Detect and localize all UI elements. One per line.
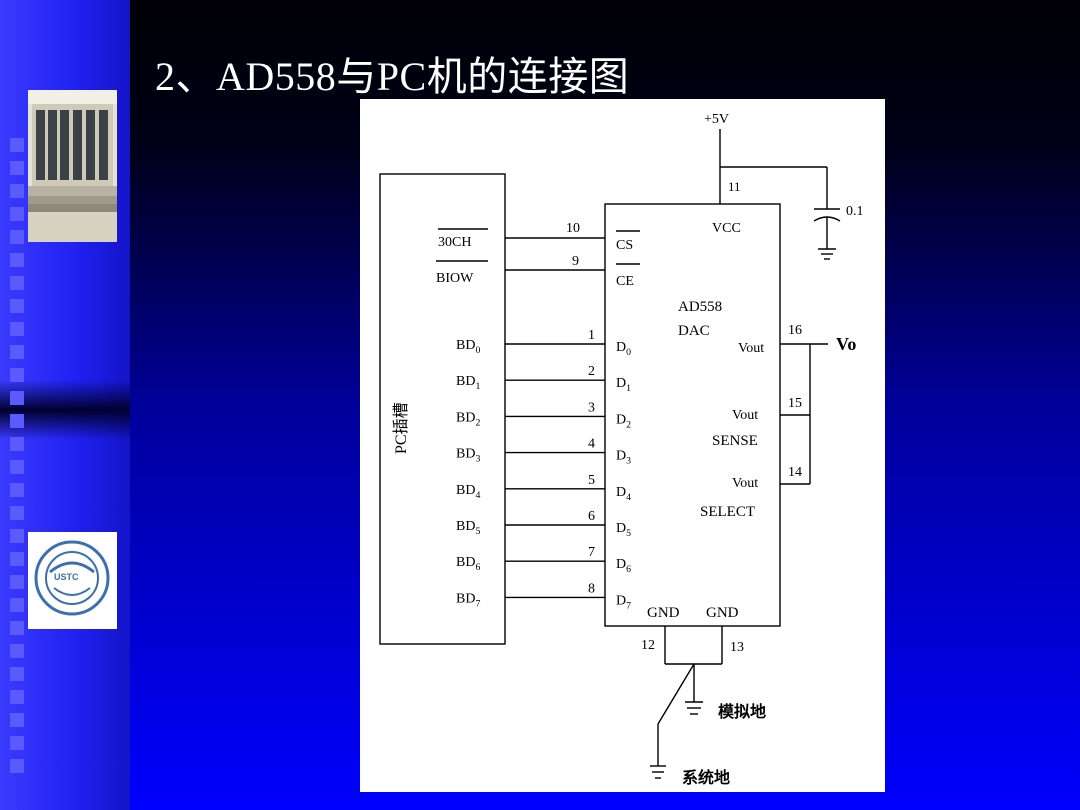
- sidebar-square: [10, 253, 24, 267]
- vout-pin-number: 16: [788, 323, 802, 338]
- sidebar-square: [10, 575, 24, 589]
- dac-data-pin-label: D4: [616, 485, 631, 503]
- vcc-label: VCC: [712, 221, 741, 236]
- capacitor-value: 0.1: [846, 204, 864, 219]
- bus-line-label: BD7: [456, 591, 480, 609]
- system-ground-label: 系统地: [682, 768, 730, 787]
- ce-pin-number: 9: [572, 254, 579, 269]
- sidebar-square: [10, 598, 24, 612]
- sidebar-square: [10, 391, 24, 405]
- sidebar-square: [10, 368, 24, 382]
- circuit-diagram: +5V 11 0.1 VCC 30CH 10 CS BIOW 9 CE AD55…: [360, 99, 885, 792]
- gnd-pin-12: 12: [641, 638, 655, 653]
- sidebar-square: [10, 437, 24, 451]
- sidebar-square: [10, 667, 24, 681]
- chip-type: DAC: [678, 323, 710, 339]
- chip-name: AD558: [678, 299, 722, 315]
- data-pin-number: 2: [588, 364, 595, 379]
- sidebar-square: [10, 529, 24, 543]
- gnd-pin-13: 13: [730, 640, 744, 655]
- sense-vout-label: Vout: [732, 408, 758, 423]
- data-pin-number: 1: [588, 328, 595, 343]
- dac-data-pin-label: D7: [616, 593, 631, 611]
- bus-line-label: BD1: [456, 374, 480, 392]
- sidebar-square: [10, 506, 24, 520]
- sidebar-square: [10, 460, 24, 474]
- dac-data-pin-label: D6: [616, 557, 631, 575]
- supply-label: +5V: [704, 112, 729, 127]
- select-vout-label: Vout: [732, 476, 758, 491]
- cs-label: CS: [616, 238, 633, 253]
- dac-data-pin-label: D0: [616, 340, 631, 358]
- sidebar-square: [10, 138, 24, 152]
- sidebar-square: [10, 322, 24, 336]
- sidebar-square: [10, 161, 24, 175]
- university-logo: USTC: [28, 532, 117, 629]
- sense-label: SENSE: [712, 433, 758, 449]
- sidebar-square: [10, 230, 24, 244]
- sidebar-square: [10, 483, 24, 497]
- sidebar-square: [10, 690, 24, 704]
- slide-title: 2、AD558与PC机的连接图: [155, 54, 630, 99]
- sidebar-dark-band: [0, 380, 130, 440]
- gnd-label-right: GND: [706, 605, 739, 621]
- bus-line-label: BD2: [456, 410, 480, 428]
- data-pin-number: 3: [588, 400, 595, 415]
- sidebar-square: [10, 759, 24, 773]
- sense-pin-number: 15: [788, 396, 802, 411]
- select-label: SELECT: [700, 504, 755, 520]
- bus-line-label: BD3: [456, 447, 480, 465]
- ce-signal-label: BIOW: [436, 271, 474, 286]
- sidebar-square: [10, 414, 24, 428]
- cs-pin-number: 10: [566, 221, 580, 236]
- vo-output-label: Vo: [836, 334, 856, 354]
- select-pin-number: 14: [788, 465, 802, 480]
- sidebar-square: [10, 621, 24, 635]
- sidebar-square: [10, 713, 24, 727]
- data-pin-number: 5: [588, 473, 595, 488]
- sidebar-square: [10, 299, 24, 313]
- logo-text: USTC: [54, 572, 79, 582]
- bus-line-label: BD6: [456, 555, 480, 573]
- vcc-pin-number: 11: [728, 179, 741, 194]
- gnd-label-left: GND: [647, 605, 680, 621]
- sidebar-square: [10, 345, 24, 359]
- sidebar-square: [10, 276, 24, 290]
- dac-data-pin-label: D2: [616, 412, 631, 430]
- dac-data-pin-label: D3: [616, 449, 631, 467]
- dac-data-pin-label: D5: [616, 521, 631, 539]
- sidebar-square: [10, 184, 24, 198]
- bus-line-label: BD4: [456, 483, 480, 501]
- bus-line-label: BD5: [456, 519, 480, 537]
- bus-line-label: BD0: [456, 338, 480, 356]
- ce-label: CE: [616, 274, 634, 289]
- sidebar-square: [10, 552, 24, 566]
- data-pin-number: 6: [588, 509, 595, 524]
- sidebar-square: [10, 207, 24, 221]
- dac-data-pin-label: D1: [616, 376, 631, 394]
- pc-slot-box: [379, 173, 506, 645]
- building-photo: [28, 90, 117, 242]
- data-pin-number: 7: [588, 545, 595, 560]
- pc-slot-label: PC插槽: [392, 402, 410, 454]
- sidebar-square: [10, 736, 24, 750]
- data-pin-number: 4: [588, 437, 595, 452]
- cs-signal-label: 30CH: [438, 235, 471, 250]
- analog-ground-label: 模拟地: [718, 702, 766, 721]
- sidebar-square: [10, 644, 24, 658]
- data-pin-number: 8: [588, 581, 595, 596]
- vout-label: Vout: [738, 341, 764, 356]
